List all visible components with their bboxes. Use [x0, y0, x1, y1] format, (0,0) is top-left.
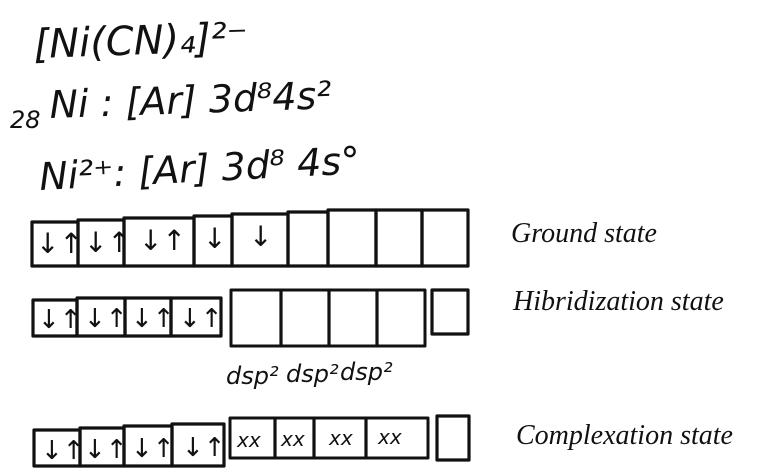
hybrid-note-1: dsp² [226, 362, 279, 390]
hybrid-cell-2: ↓↑ [84, 304, 128, 334]
ground-state-label: Ground state [511, 218, 657, 249]
complexation-state-label: Complexation state [516, 420, 733, 451]
hybrid-cell-3: ↓↑ [131, 304, 175, 334]
hybrid-4p-box [430, 288, 470, 336]
hybrid-note-3: dsp² [340, 358, 393, 386]
complex-cell-6: xx [280, 427, 305, 451]
ground-4p-box-3 [420, 208, 470, 268]
ground-cell-2: ↓↑ [84, 226, 131, 259]
complex-3d-box-4 [170, 422, 226, 468]
ground-state-row: ↓↑ ↓↑ ↓↑ ↓ ↓ Ground state [30, 208, 657, 268]
hybrid-cell-1: ↓↑ [38, 305, 82, 335]
complex-cell-4: ↓↑ [182, 433, 226, 463]
ground-4s-box [286, 210, 330, 268]
ground-cell-1: ↓↑ [36, 227, 83, 260]
ground-4p-box-1 [326, 208, 378, 268]
complex-cell-1: ↓↑ [41, 436, 85, 466]
complex-cell-2: ↓↑ [84, 435, 128, 465]
ni-electron-configuration: Ni : [Ar] 3d⁸4s² [49, 73, 332, 127]
complex-cell-3: ↓↑ [131, 434, 175, 464]
ground-cell-5: ↓ [249, 220, 272, 253]
ground-cell-3: ↓↑ [139, 224, 186, 257]
ground-4p-box-2 [374, 208, 424, 268]
hybridization-state-row: ↓↑ ↓↑ ↓↑ ↓↑ dsp² dsp² dsp² Hibridization… [31, 286, 724, 390]
hybridization-state-label: Hibridization state [512, 286, 724, 317]
hybrid-note-2: dsp² [286, 360, 339, 388]
ni2-electron-configuration: Ni²⁺: [Ar] 3d⁸ 4s° [38, 138, 361, 199]
complex-cell-5: xx [236, 428, 261, 452]
complexation-state-row: ↓↑ ↓↑ ↓↑ ↓↑ xx xx xx xx Complexation sta… [32, 414, 733, 468]
complex-dsp2-group-box [228, 416, 430, 460]
hybrid-3d-box-4 [169, 296, 223, 338]
complex-4p-box [435, 414, 471, 462]
complex-formula: [Ni(CN)₄]²⁻ [33, 15, 249, 68]
complex-cell-7: xx [328, 426, 353, 450]
ground-cell-4: ↓ [203, 222, 226, 255]
hybrid-cell-4: ↓↑ [179, 304, 223, 334]
ni-atomic-number: 28 [10, 106, 41, 134]
complex-cell-8: xx [377, 425, 402, 449]
